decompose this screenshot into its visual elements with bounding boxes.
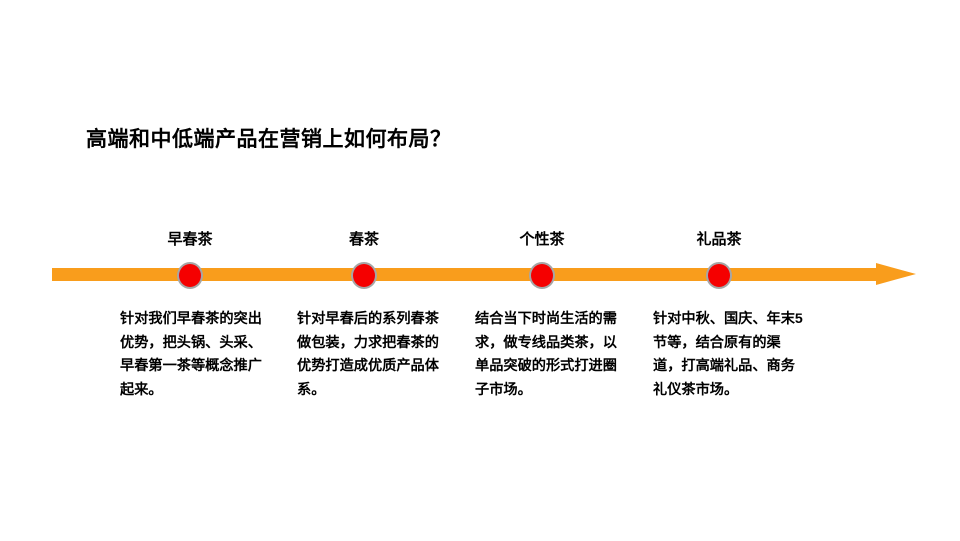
timeline-arrow-icon bbox=[876, 263, 916, 285]
milestone-marker-icon-4[interactable] bbox=[706, 262, 732, 289]
page-title: 高端和中低端产品在营销上如何布局？ bbox=[86, 128, 452, 151]
milestone-description-4: 针对中秋、国庆、年末5节等，结合原有的渠道，打高端礼品、商务礼仪茶市场。 bbox=[653, 311, 803, 398]
milestone-marker-icon-3[interactable] bbox=[529, 262, 555, 289]
milestone-marker-icon-1[interactable] bbox=[177, 262, 203, 289]
milestone-description-1: 针对我们早春茶的突出优势，把头锅、头采、早春第一茶等概念推广起来。 bbox=[120, 311, 262, 398]
milestone-description-2: 针对早春后的系列春茶做包装，力求把春茶的优势打造成优质产品体系。 bbox=[297, 311, 439, 398]
milestone-label-4: 礼品茶 bbox=[696, 231, 742, 248]
milestone-marker-icon-2[interactable] bbox=[351, 262, 377, 289]
milestone-label-1: 早春茶 bbox=[167, 231, 213, 248]
milestone-label-2: 春茶 bbox=[348, 231, 379, 248]
milestone-description-3: 结合当下时尚生活的需求，做专线品类茶，以单品突破的形式打进圈子市场。 bbox=[475, 311, 617, 398]
milestone-label-3: 个性茶 bbox=[519, 231, 565, 248]
